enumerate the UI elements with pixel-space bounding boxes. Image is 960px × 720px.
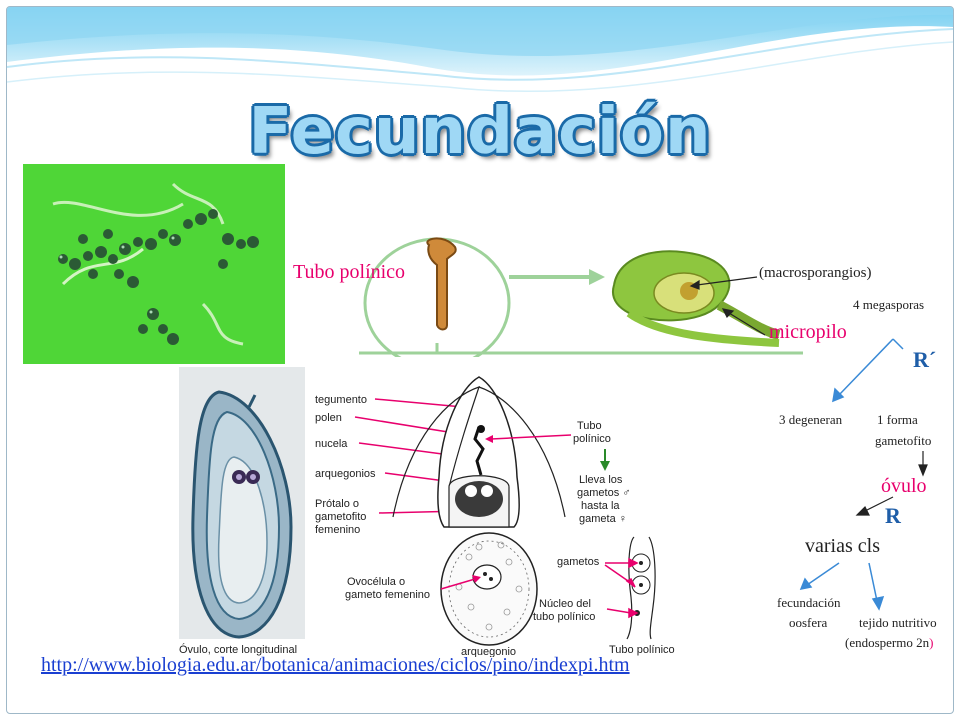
endospermo-close: ) [929,635,934,650]
oosfera-note: oosfera [789,615,828,630]
label-polen: polen [315,412,342,424]
macrosporangios-label: (macrosporangios) [759,265,872,281]
degeneran-note: 3 degeneran [779,412,843,427]
label-lleva-3: hasta la [581,500,620,512]
label-nucela: nucela [315,438,348,450]
label-tubo-polinico: Tubo polínico [609,644,675,656]
forma-note: 1 forma [877,412,918,427]
label-ovulo-corte: Óvulo, corte longitudinal [179,643,297,656]
endospermo-text: (endospermo 2n [845,635,930,650]
gametofito-note: gametofito [875,433,932,448]
label-gametos: gametos [557,556,600,568]
ovule-diagram: Óvulo, corte longitudinal tegumento pole… [179,367,685,657]
label-protalo-2: gametofito [315,511,366,523]
varias-cls-note: varias cls [805,535,880,557]
label-ovocelula-2: gameto femenino [345,589,430,601]
label-lleva-4: gameta ♀ [579,513,627,525]
ovulo-note: óvulo [881,475,927,497]
tubo-polinico-label: Tubo polínico [293,261,406,283]
slide: Fecundación [6,6,954,714]
label-nucleo-2: tubo polínico [533,611,595,623]
label-lleva-1: Lleva los [579,474,623,486]
page-title: Fecundación [248,95,712,169]
pollen-tube-diagram [359,225,803,357]
label-tegumento: tegumento [315,394,367,406]
pollen-micrograph [23,164,285,364]
micropilo-label: micropilo [769,321,847,343]
label-tubo-2: polínico [573,433,611,445]
label-arquegonio: arquegonio [461,646,516,657]
label-lleva-2: gametos ♂ [577,487,631,499]
header-waves [7,7,953,93]
source-link[interactable]: http://www.biologia.edu.ar/botanica/anim… [41,654,630,676]
label-protalo-1: Prótalo o [315,498,359,510]
label-arquegonios: arquegonios [315,468,376,480]
r-note: R [885,503,901,528]
tejido-nutritivo-note: tejido nutritivo [859,615,937,630]
r-prime-note: R´ [913,347,937,372]
fecundacion-note: fecundación [777,595,841,610]
endospermo-note: (endospermo 2n) [845,635,933,651]
label-ovocelula-1: Ovocélula o [347,576,405,588]
label-nucleo-1: Núcleo del [539,598,591,610]
label-tubo-1: Tubo [577,420,602,432]
megasporas-note: 4 megasporas [853,297,925,312]
label-protalo-3: femenino [315,524,360,536]
